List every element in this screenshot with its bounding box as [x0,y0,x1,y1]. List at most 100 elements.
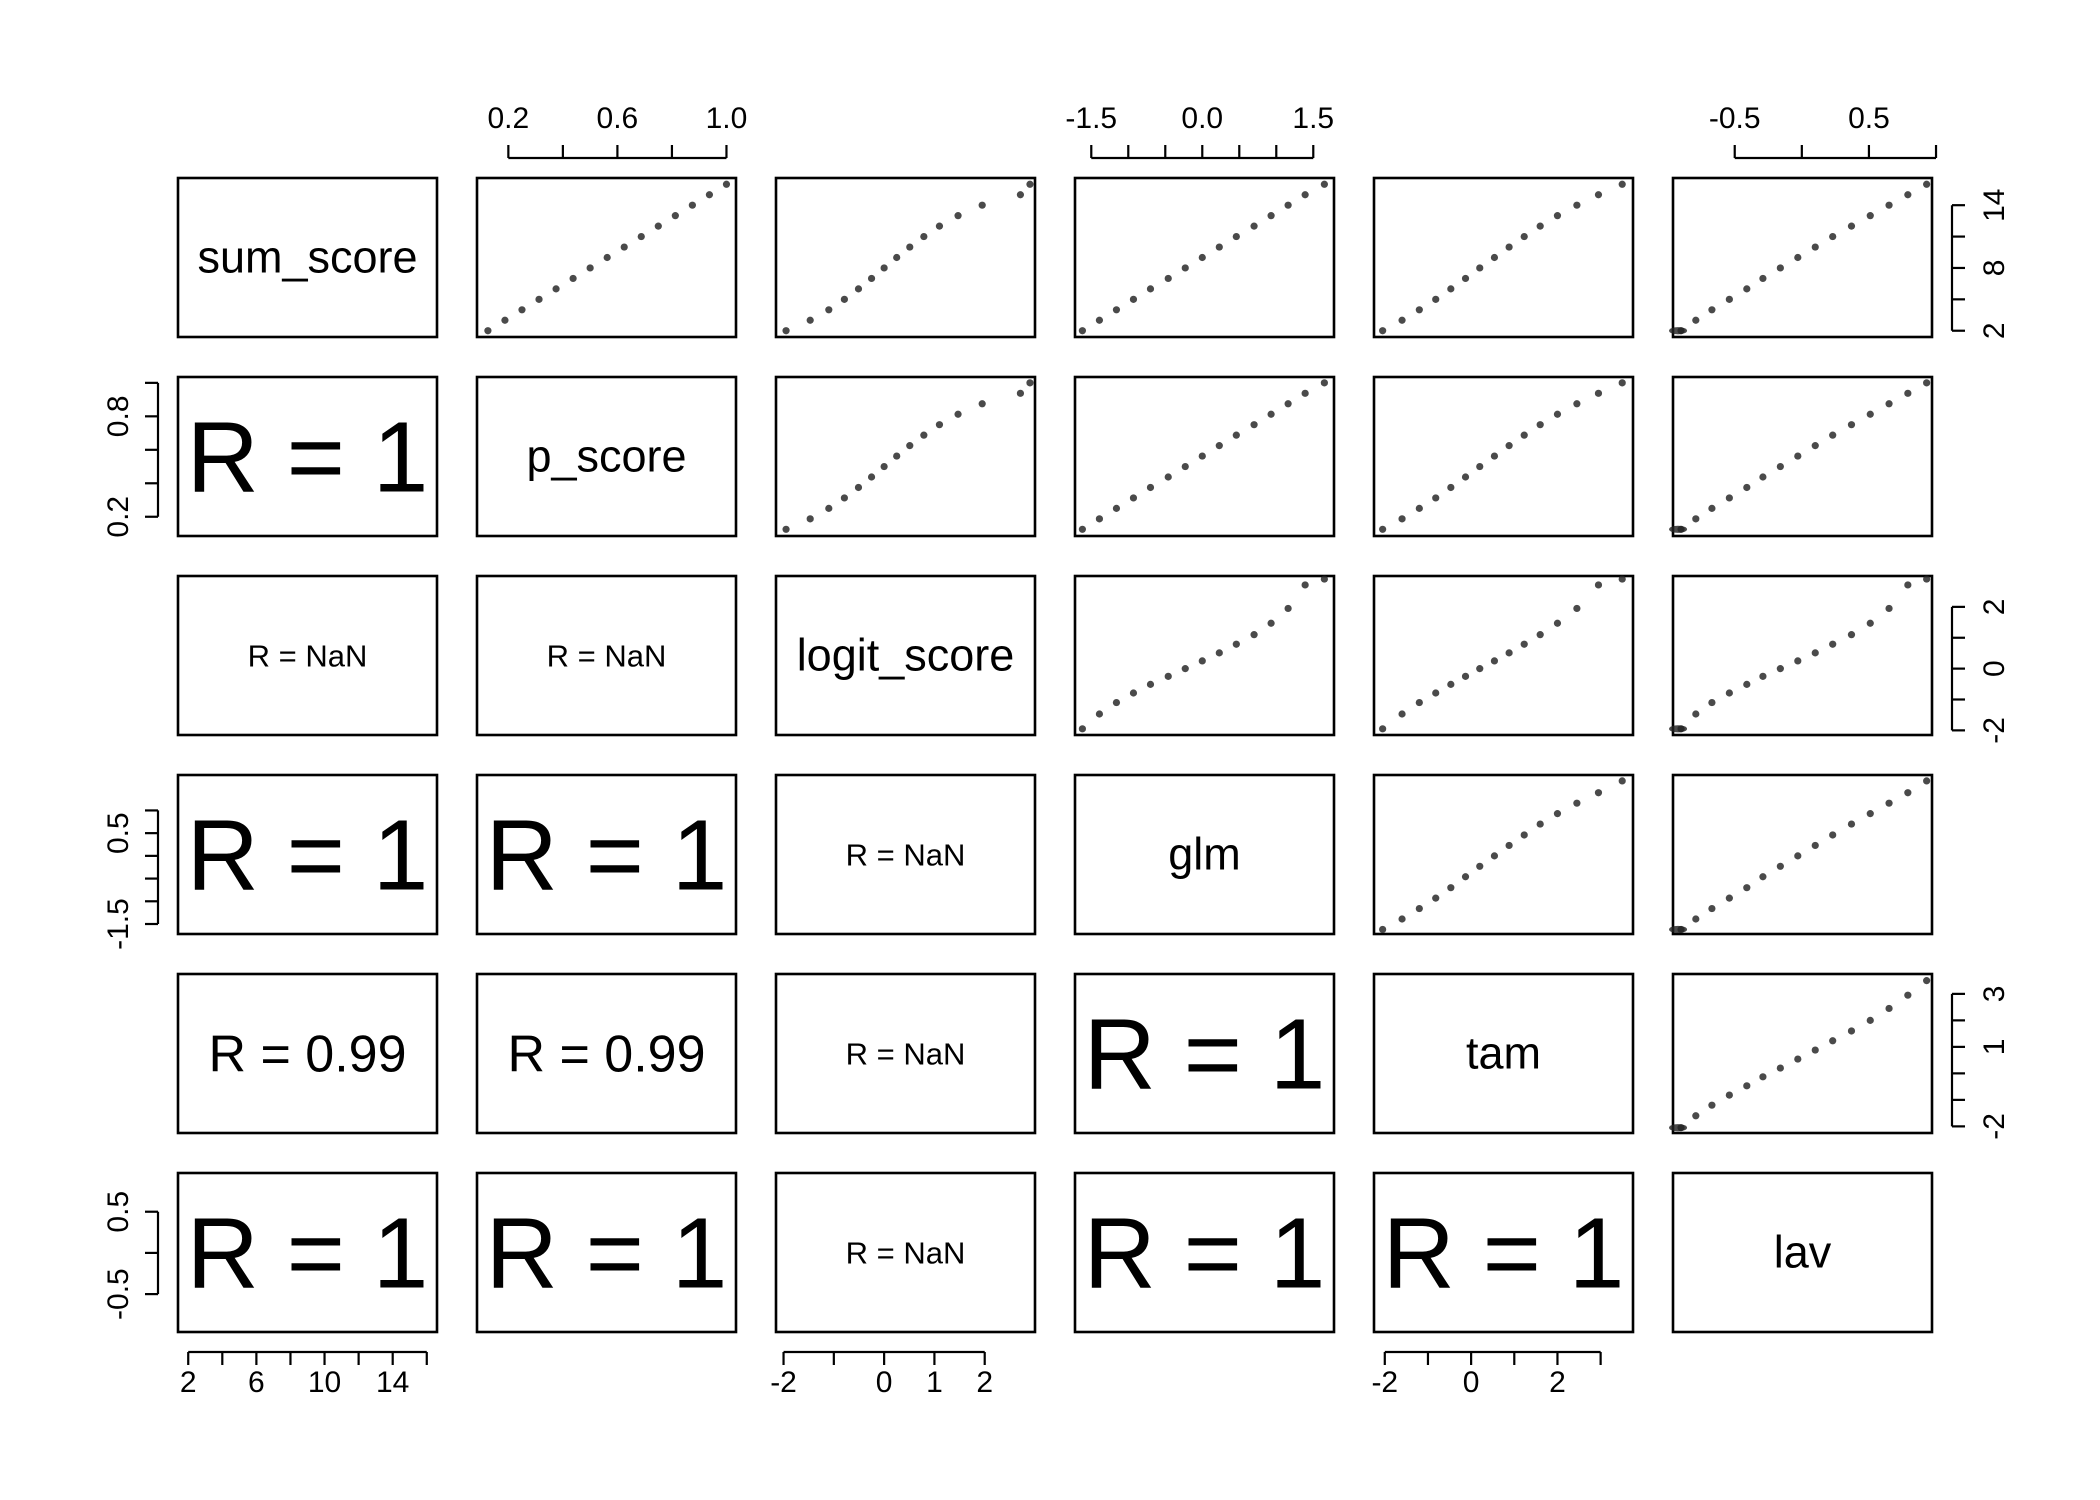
data-point-logit_score-vs-glm [1198,657,1206,665]
data-point-logit_score-vs-lav [1725,689,1733,697]
data-point-tam-vs-lav [1923,977,1931,985]
data-point-p_score-vs-glm [1232,431,1240,439]
tick-label-left-glm: -1.5 [102,898,135,950]
data-point-sum_score-vs-p_score [654,222,662,230]
data-point-glm-vs-lav [1904,789,1912,797]
data-point-p_score-vs-logit_score [906,442,914,450]
data-point-p_score-vs-glm [1164,473,1172,481]
data-point-tam-vs-lav [1708,1101,1716,1109]
data-point-logit_score-vs-glm [1129,689,1138,697]
data-point-p_score-vs-tam [1476,462,1484,471]
data-point-tam-vs-lav [1885,1004,1893,1013]
data-point-glm-vs-lav [1923,777,1931,785]
data-point-sum_score-vs-lav [1829,232,1837,241]
data-point-glm-vs-lav [1776,862,1784,870]
data-point-logit_score-vs-glm [1301,581,1309,589]
data-point-sum_score-vs-p_score [484,327,492,335]
data-point-sum_score-vs-lav [1847,222,1856,230]
tick-label-right-sum_score: 14 [1978,189,2011,222]
data-point-sum_score-vs-glm [1112,306,1121,314]
data-point-sum_score-vs-logit_score [1016,191,1025,199]
data-point-p_score-vs-lav [1776,462,1784,471]
data-point-sum_score-vs-tam [1594,191,1603,199]
tick-label-bottom-tam: 0 [1463,1366,1480,1399]
data-point-logit_score-vs-lav [1759,672,1767,680]
data-point-sum_score-vs-glm [1181,264,1189,272]
data-point-sum_score-vs-glm [1095,316,1104,324]
data-point-logit_score-vs-tam [1447,680,1455,688]
tick-label-bottom-tam: -2 [1371,1366,1398,1399]
correlation-label-glm-p_score: R = 1 [486,800,728,912]
data-point-logit_score-vs-lav [1776,665,1784,673]
data-point-sum_score-vs-logit_score [978,201,986,209]
data-point-p_score-vs-glm [1198,452,1206,460]
tick-label-right-tam: -2 [1978,1113,2011,1140]
data-point-p_score-vs-logit_score [840,494,848,502]
data-point-p_score-vs-lav [1829,431,1837,439]
data-point-logit_score-vs-lav [1811,649,1819,657]
data-point-p_score-vs-glm [1181,462,1189,471]
data-point-sum_score-vs-logit_score [825,306,833,314]
correlation-label-lav-logit_score: R = NaN [846,1236,966,1271]
data-point-logit_score-vs-glm [1181,665,1189,673]
data-point-logit_score-vs-glm [1078,725,1086,733]
data-point-sum_score-vs-p_score [552,285,560,293]
data-point-logit_score-vs-glm [1095,710,1104,718]
data-point-sum_score-vs-logit_score [1026,180,1034,188]
data-point-logit_score-vs-lav [1847,631,1856,639]
data-point-sum_score-vs-glm [1267,212,1275,220]
data-point-glm-vs-tam [1379,925,1387,934]
panel-frame-sum_score-tam [1372,176,1635,339]
data-point-glm-vs-tam [1594,789,1603,797]
data-point-p_score-vs-lav [1725,494,1733,502]
data-point-p_score-vs-glm [1320,379,1328,387]
correlation-label-logit_score-sum_score: R = NaN [248,639,368,674]
data-point-p_score-vs-logit_score [978,400,986,408]
data-point-sum_score-vs-logit_score [935,222,944,230]
tick-label-right-logit_score: 0 [1978,660,2011,677]
panel-frame-logit_score-logit_score [774,574,1037,737]
data-point-sum_score-vs-lav [1759,274,1767,283]
data-point-p_score-vs-logit_score [806,515,814,523]
data-point-sum_score-vs-p_score [722,180,731,188]
correlation-label-glm-logit_score: R = NaN [846,838,966,873]
panel-frame-sum_score-sum_score [176,176,439,339]
tick-label-top-lav: 0.5 [1848,102,1890,135]
data-point-tam-vs-lav [1829,1037,1837,1045]
data-point-sum_score-vs-p_score [688,201,696,209]
data-point-sum_score-vs-lav [1866,212,1874,220]
data-point-p_score-vs-tam [1505,442,1513,450]
data-point-glm-vs-lav [1692,915,1700,923]
data-point-sum_score-vs-tam [1573,201,1581,209]
data-point-p_score-vs-lav [1794,452,1802,460]
data-point-p_score-vs-lav [1743,483,1751,492]
data-point-sum_score-vs-logit_score [920,232,928,241]
correlation-label-lav-tam: R = 1 [1383,1198,1625,1310]
data-point-sum_score-vs-logit_score [954,212,962,220]
data-point-sum_score-vs-logit_score [782,327,790,335]
correlation-label-lav-p_score: R = 1 [486,1198,728,1310]
diagonal-label-glm: glm [1168,829,1241,880]
data-point-glm-vs-tam [1505,841,1513,850]
data-point-sum_score-vs-p_score [671,212,679,220]
data-point-p_score-vs-logit_score [880,462,888,471]
data-point-glm-vs-tam [1520,831,1528,839]
data-point-sum_score-vs-lav [1743,285,1751,293]
data-point-glm-vs-tam [1553,810,1562,818]
data-point-sum_score-vs-lav [1923,180,1931,188]
data-point-logit_score-vs-glm [1164,672,1172,680]
data-point-p_score-vs-logit_score [1026,379,1034,387]
data-point-glm-vs-lav [1743,884,1751,892]
data-point-p_score-vs-glm [1301,389,1309,397]
correlation-label-tam-sum_score: R = 0.99 [208,1026,406,1084]
panel-frame-glm-logit_score [774,773,1037,936]
data-point-sum_score-vs-p_score [535,295,543,303]
correlation-label-logit_score-p_score: R = NaN [547,639,667,674]
data-point-p_score-vs-glm [1215,442,1223,450]
tick-label-top-p_score: 1.0 [706,102,748,135]
data-point-sum_score-vs-tam [1415,306,1423,314]
tick-label-left-p_score: 0.2 [102,496,135,538]
data-point-sum_score-vs-lav [1794,253,1802,262]
data-point-logit_score-vs-tam [1379,725,1387,733]
data-point-sum_score-vs-glm [1078,327,1086,335]
